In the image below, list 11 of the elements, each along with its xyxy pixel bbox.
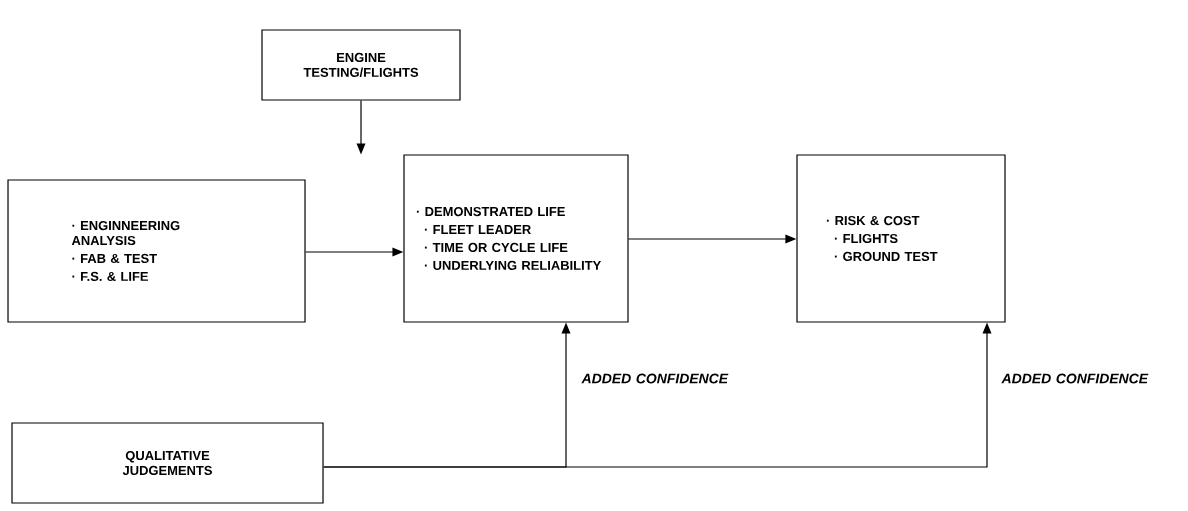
arrow: [628, 234, 797, 244]
process-box: · DEMONSTRATED LIFE · FLEET LEADER · TIME OR CYCLE LIFE · UNDERLYING RELIABILITY: [403, 154, 629, 323]
process-box: · ENGINNEERING ANALYSIS · FAB & TEST · F.S. & LIFE: [7, 179, 306, 323]
edge-label: ADDED CONFIDENCE: [580, 372, 733, 385]
arrow: [323, 322, 992, 468]
process-box: QUALITATIVE JUDGEMENTS: [11, 422, 324, 504]
arrow: [356, 100, 366, 155]
arrow: [305, 247, 404, 257]
edge-label: ADDED CONFIDENCE: [1000, 372, 1153, 385]
process-box: ENGINE TESTING/FLIGHTS: [261, 29, 461, 101]
process-box: · RISK & COST · FLIGHTS · GROUND TEST: [796, 154, 1006, 323]
